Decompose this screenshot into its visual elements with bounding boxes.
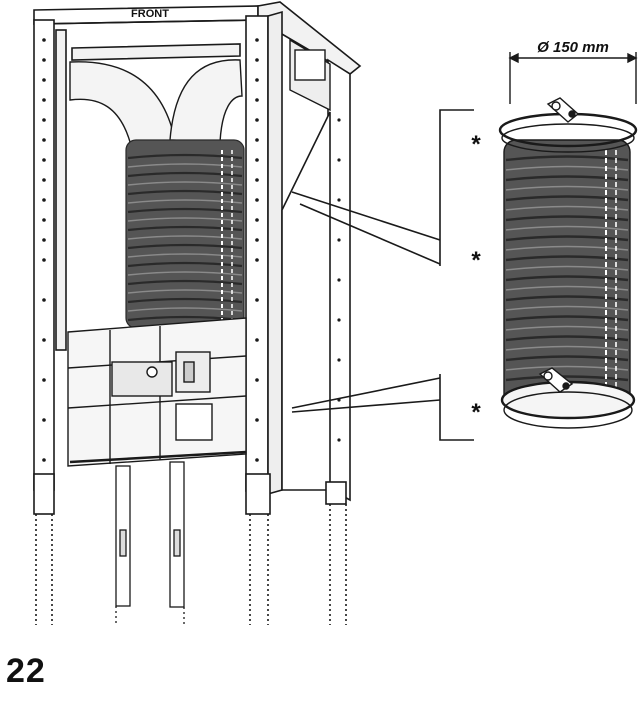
ventilation-frame — [33, 1, 362, 625]
marker-top: * — [471, 131, 481, 158]
front-label: FRONT — [131, 8, 169, 20]
front-panel — [67, 317, 247, 467]
marker-middle: * — [471, 247, 481, 274]
lower-braces — [115, 461, 185, 625]
marker-bottom: * — [471, 399, 481, 426]
diameter-label: Ø 150 mm — [537, 39, 609, 56]
detail-flex-hose — [498, 52, 638, 429]
step-number: 22 — [6, 652, 46, 690]
duct-elbows — [69, 38, 331, 143]
main-flex-hose — [125, 139, 245, 329]
callout-lines — [291, 109, 474, 441]
